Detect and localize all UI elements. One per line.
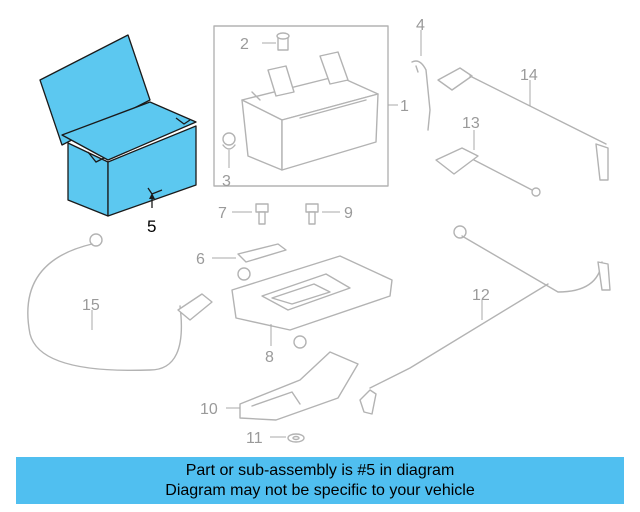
callout-2[interactable]: 2: [240, 36, 249, 53]
parts-diagram: 5 1 2 3 4 14: [27, 17, 611, 447]
callout-15[interactable]: 15: [82, 297, 100, 314]
part-14-positive-cable[interactable]: [437, 67, 609, 181]
callout-1[interactable]: 1: [400, 98, 409, 115]
callout-7[interactable]: 7: [218, 205, 227, 222]
callout-11[interactable]: 11: [246, 430, 263, 447]
callout-6[interactable]: 6: [196, 251, 205, 268]
part-11-washer[interactable]: [287, 433, 305, 443]
callout-9[interactable]: 9: [344, 205, 353, 222]
part-7-bolt[interactable]: [255, 203, 269, 225]
part-10-bracket[interactable]: [239, 351, 359, 421]
callout-8[interactable]: 8: [265, 349, 274, 366]
part-2-vent-plug[interactable]: [276, 32, 290, 51]
part-6-clamp[interactable]: [237, 243, 287, 263]
part-13-negative-cable[interactable]: [435, 147, 541, 197]
callout-13[interactable]: 13: [462, 115, 480, 132]
part-1-battery[interactable]: [213, 25, 389, 187]
callout-14[interactable]: 14: [520, 67, 538, 84]
part-8-battery-tray[interactable]: [231, 255, 393, 349]
part-4-vent-tube[interactable]: [411, 60, 431, 131]
callout-10[interactable]: 10: [200, 401, 218, 418]
callout-3[interactable]: 3: [222, 173, 231, 190]
banner-line-2: Diagram may not be specific to your vehi…: [165, 482, 475, 499]
banner-line-1: Part or sub-assembly is #5 in diagram: [185, 462, 455, 479]
part-5-battery-box[interactable]: [39, 34, 197, 217]
info-banner: Part or sub-assembly is #5 in diagram Di…: [16, 457, 624, 504]
part-12-main-cable[interactable]: [359, 225, 611, 415]
part-15-ground-cable[interactable]: [27, 233, 213, 372]
callout-5[interactable]: 5: [147, 217, 156, 236]
part-3-plug[interactable]: [222, 132, 236, 150]
callout-4[interactable]: 4: [416, 17, 425, 34]
part-9-bolt[interactable]: [305, 203, 319, 225]
callout-12[interactable]: 12: [472, 287, 490, 304]
